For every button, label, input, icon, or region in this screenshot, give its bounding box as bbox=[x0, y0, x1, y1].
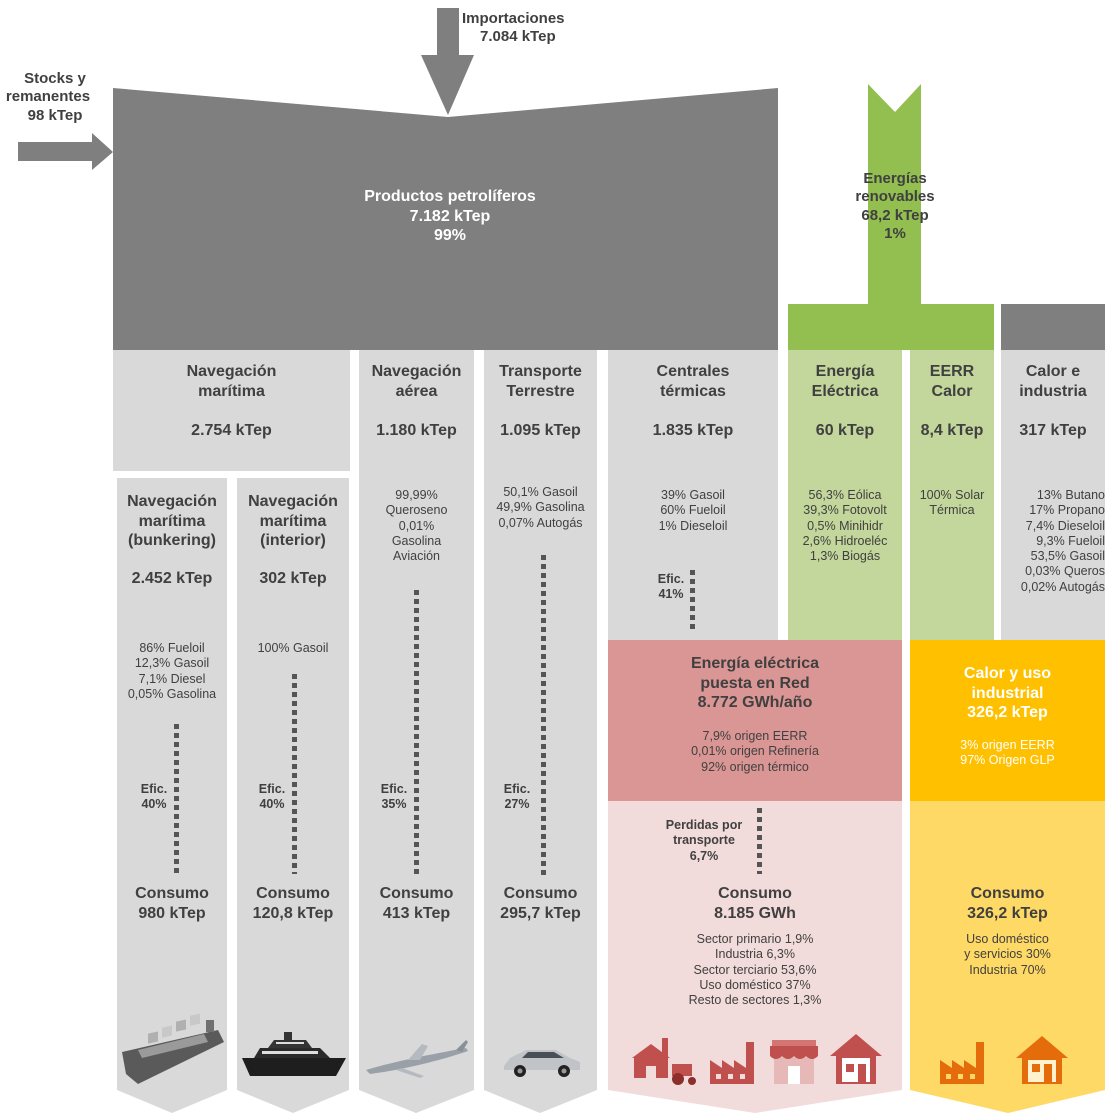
aerea-efficiency: Efic. 35% bbox=[380, 782, 408, 812]
aerea-consumo: Consumo 413 kTep bbox=[379, 885, 454, 922]
interior-mix: 100% Gasoil bbox=[257, 641, 329, 655]
electrica-header: Energía Eléctrica 60 kTep bbox=[811, 363, 879, 440]
red-consumo: Consumo 8.185 GWh bbox=[714, 885, 796, 922]
renewables-label: Energías renovables 68,2 kTep 1% bbox=[855, 170, 935, 242]
stocks-arrow bbox=[18, 133, 113, 170]
centrales-efficiency: Efic. 41% bbox=[657, 572, 685, 602]
red-losses: Perdidas por transporte 6,7% bbox=[665, 818, 743, 863]
interior-header: Navegación marítima (interior) 302 kTep bbox=[248, 493, 338, 587]
calor-industria-column bbox=[1001, 350, 1105, 640]
red-consumo-block bbox=[608, 801, 902, 1113]
container-ship-icon bbox=[122, 1013, 224, 1084]
imports-label: Importaciones 7.084 kTep bbox=[462, 10, 565, 46]
calor-uso-header: Calor y uso industrial 326,2 kTep bbox=[963, 665, 1052, 722]
petroleum-block bbox=[113, 88, 778, 350]
house-icon bbox=[830, 1034, 882, 1084]
shop-icon bbox=[770, 1040, 818, 1084]
calor-industria-header: Calor e industria 317 kTep bbox=[1019, 363, 1087, 440]
industry-icon bbox=[940, 1042, 984, 1084]
nav-maritima-header: Navegación marítima 2.754 kTep bbox=[186, 363, 277, 440]
red-block bbox=[608, 640, 902, 801]
bunkering-consumo: Consumo 980 kTep bbox=[135, 885, 209, 922]
petroleum-label: Productos petrolíferos 7.182 kTep 99% bbox=[364, 188, 536, 245]
terrestre-column bbox=[484, 350, 597, 1113]
car-icon bbox=[504, 1050, 580, 1077]
calor-uso-block bbox=[910, 640, 1105, 801]
interior-efficiency: Efic. 40% bbox=[258, 782, 286, 812]
bunkering-column bbox=[117, 478, 227, 1113]
factory-icon bbox=[710, 1042, 754, 1084]
red-sectors: Sector primario 1,9%Industria 6,3% Secto… bbox=[688, 932, 822, 1007]
home-icon bbox=[1016, 1036, 1068, 1084]
terrestre-header: Transporte Terrestre 1.095 kTep bbox=[499, 363, 582, 440]
loss-line bbox=[757, 808, 762, 874]
interior-consumo: Consumo 120,8 kTep bbox=[252, 885, 334, 922]
centrales-header: Centrales térmicas 1.835 kTep bbox=[652, 363, 734, 440]
interior-efficiency-line bbox=[292, 674, 297, 874]
red-header: Energía eléctrica puesta en Red 8.772 GW… bbox=[690, 655, 820, 712]
eerr-calor-column bbox=[910, 350, 994, 640]
aerea-efficiency-line bbox=[414, 590, 419, 874]
terrestre-efficiency: Efic. 27% bbox=[503, 782, 531, 812]
calor-consumo: Consumo 326,2 kTep bbox=[967, 885, 1048, 922]
centrales-efficiency-line bbox=[690, 570, 695, 632]
electrica-column bbox=[788, 350, 902, 640]
eerr-calor-header: EERR Calor 8,4 kTep bbox=[920, 363, 984, 440]
imports-arrow bbox=[421, 8, 474, 115]
aerea-mix: 99,99%Queroseno 0,01%Gasolina Aviación bbox=[385, 488, 448, 563]
bunkering-header: Navegación marítima (bunkering) 2.452 kT… bbox=[127, 493, 217, 587]
renewables-arrow bbox=[868, 84, 921, 304]
nav-maritima-block bbox=[113, 350, 350, 471]
calor-consumo-block bbox=[910, 801, 1105, 1113]
renewables-bar bbox=[788, 304, 994, 350]
bunkering-efficiency: Efic. 40% bbox=[140, 782, 168, 812]
ferry-icon bbox=[242, 1032, 346, 1076]
airplane-icon bbox=[366, 1040, 468, 1078]
aerea-header: Navegación aérea 1.180 kTep bbox=[371, 363, 462, 440]
stocks-label: Stocks y remanentes 98 kTep bbox=[5, 70, 91, 124]
terrestre-efficiency-line bbox=[541, 555, 546, 875]
calor-industria-bar bbox=[1001, 304, 1105, 350]
farm-icon bbox=[632, 1038, 696, 1085]
terrestre-consumo: Consumo 295,7 kTep bbox=[500, 885, 581, 922]
bunkering-efficiency-line bbox=[174, 724, 179, 876]
